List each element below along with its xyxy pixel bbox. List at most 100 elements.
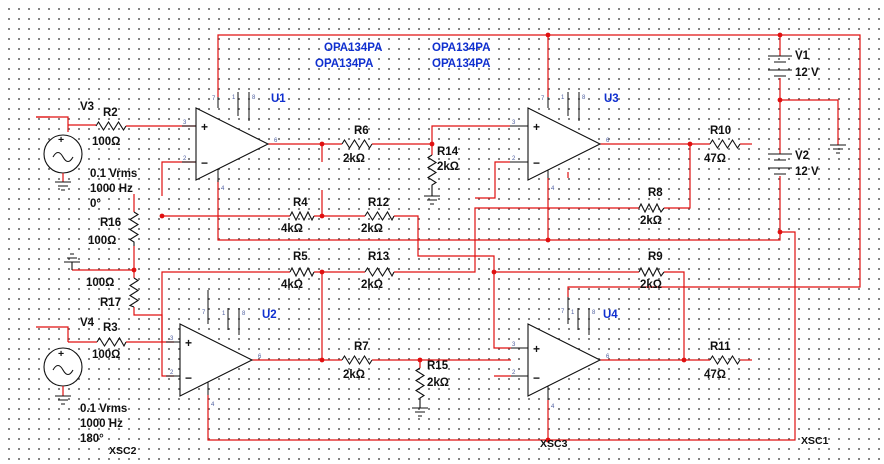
svg-text:2kΩ: 2kΩ bbox=[343, 153, 365, 165]
svg-text:1: 1 bbox=[222, 311, 226, 317]
svg-text:R16: R16 bbox=[100, 217, 121, 229]
svg-text:12 V: 12 V bbox=[795, 166, 819, 178]
svg-text:3: 3 bbox=[170, 336, 174, 342]
svg-text:+: + bbox=[185, 336, 192, 350]
svg-text:R5: R5 bbox=[293, 251, 308, 263]
svg-text:0.1 Vrms: 0.1 Vrms bbox=[90, 168, 137, 180]
svg-text:2kΩ: 2kΩ bbox=[640, 215, 662, 227]
u1-label: U1 bbox=[271, 93, 286, 105]
svg-text:7: 7 bbox=[212, 96, 216, 102]
svg-text:R13: R13 bbox=[368, 251, 389, 263]
svg-text:4: 4 bbox=[211, 402, 215, 408]
svg-text:R11: R11 bbox=[710, 341, 731, 353]
svg-text:7: 7 bbox=[561, 309, 565, 315]
battery-v2[interactable]: V2 12 V bbox=[768, 150, 819, 178]
svg-text:2kΩ: 2kΩ bbox=[640, 279, 662, 291]
svg-text:180°: 180° bbox=[80, 433, 104, 445]
resistor-r13 bbox=[364, 266, 395, 278]
svg-text:2: 2 bbox=[170, 370, 174, 376]
ac-source-v4[interactable]: + V4 0.1 Vrms 1000 Hz 180° bbox=[43, 317, 127, 445]
svg-text:R17: R17 bbox=[100, 297, 121, 309]
svg-text:R7: R7 bbox=[354, 341, 369, 353]
svg-text:8: 8 bbox=[592, 310, 596, 316]
svg-text:1000 Hz: 1000 Hz bbox=[90, 183, 133, 195]
resistor-r16 bbox=[128, 211, 140, 246]
resistor-r9 bbox=[638, 266, 665, 278]
model-label: OPA134PA bbox=[324, 42, 382, 54]
ground-symbols bbox=[64, 144, 846, 417]
svg-text:+: + bbox=[58, 134, 64, 146]
svg-text:R2: R2 bbox=[103, 107, 118, 119]
svg-text:R15: R15 bbox=[427, 360, 449, 372]
svg-text:0.1 Vrms: 0.1 Vrms bbox=[80, 403, 127, 415]
svg-text:R10: R10 bbox=[710, 125, 731, 137]
u4-label: U4 bbox=[603, 309, 618, 321]
scope-labels: XSC2 XSC3 XSC1 bbox=[109, 435, 829, 457]
svg-text:R12: R12 bbox=[368, 197, 389, 209]
svg-text:6: 6 bbox=[606, 138, 610, 144]
svg-text:47Ω: 47Ω bbox=[704, 153, 726, 165]
resistor-r10 bbox=[709, 138, 741, 150]
svg-text:R4: R4 bbox=[293, 197, 308, 209]
svg-text:XSC1: XSC1 bbox=[801, 435, 829, 447]
resistor-r4 bbox=[289, 210, 315, 222]
svg-text:100Ω: 100Ω bbox=[92, 136, 120, 148]
opamp-u4[interactable]: + − 3 2 6 7 4 1 8 U4 bbox=[511, 297, 618, 410]
svg-text:R3: R3 bbox=[103, 322, 118, 334]
svg-text:R9: R9 bbox=[648, 251, 663, 263]
svg-text:100Ω: 100Ω bbox=[92, 349, 120, 361]
opamp-u3[interactable]: + − 3 2 6 7 4 1 8 U3 bbox=[510, 92, 619, 192]
svg-text:100Ω: 100Ω bbox=[86, 277, 114, 289]
svg-text:V3: V3 bbox=[80, 101, 94, 113]
opamp-u2[interactable]: + − 3 2 6 7 4 1 8 U2 bbox=[166, 290, 277, 408]
svg-text:7: 7 bbox=[541, 96, 545, 102]
svg-text:V2: V2 bbox=[795, 150, 809, 162]
resistor-r15 bbox=[414, 367, 426, 408]
svg-text:3: 3 bbox=[183, 120, 187, 126]
svg-text:2kΩ: 2kΩ bbox=[361, 223, 383, 235]
svg-text:6: 6 bbox=[258, 354, 262, 360]
svg-text:8: 8 bbox=[252, 95, 256, 101]
junctions bbox=[131, 32, 783, 443]
opamp-u1[interactable]: + − 3 2 6 7 4 1 8 U1 bbox=[182, 92, 286, 192]
svg-text:4kΩ: 4kΩ bbox=[281, 279, 303, 291]
svg-text:+: + bbox=[533, 342, 540, 356]
svg-text:2: 2 bbox=[512, 156, 516, 162]
svg-text:4: 4 bbox=[551, 404, 555, 410]
svg-text:8: 8 bbox=[242, 311, 246, 317]
svg-text:100Ω: 100Ω bbox=[88, 235, 116, 247]
resistor-r2 bbox=[95, 120, 127, 132]
svg-text:4kΩ: 4kΩ bbox=[281, 223, 303, 235]
svg-text:−: − bbox=[533, 371, 540, 385]
battery-v1[interactable]: V1 12 V bbox=[768, 50, 819, 79]
u2-label: U2 bbox=[262, 309, 277, 321]
resistor-r6 bbox=[341, 138, 373, 150]
svg-text:XSC3: XSC3 bbox=[540, 438, 568, 450]
svg-text:1000 Hz: 1000 Hz bbox=[80, 418, 123, 430]
svg-text:3: 3 bbox=[512, 120, 516, 126]
svg-text:2kΩ: 2kΩ bbox=[427, 377, 449, 389]
ground-icon bbox=[64, 253, 80, 270]
svg-text:+: + bbox=[533, 120, 540, 134]
ground-icon bbox=[830, 144, 846, 154]
ac-source-v3[interactable]: + V3 0.1 Vrms 1000 Hz 0° bbox=[43, 101, 137, 210]
svg-text:4: 4 bbox=[551, 186, 555, 192]
resistor-r12 bbox=[364, 210, 395, 222]
svg-text:6: 6 bbox=[274, 138, 278, 144]
svg-text:+: + bbox=[201, 120, 208, 134]
svg-text:−: − bbox=[201, 156, 208, 170]
svg-text:+: + bbox=[58, 348, 64, 360]
resistor-r14 bbox=[426, 154, 438, 196]
svg-text:8: 8 bbox=[582, 95, 586, 101]
svg-text:−: − bbox=[185, 371, 192, 385]
resistor-r11 bbox=[709, 354, 741, 366]
wires bbox=[36, 34, 861, 441]
svg-text:2kΩ: 2kΩ bbox=[343, 369, 365, 381]
svg-text:4: 4 bbox=[221, 186, 225, 192]
svg-text:2: 2 bbox=[183, 156, 187, 162]
resistor-labels: R2 100Ω R6 2kΩ R14 2kΩ R4 4kΩ R12 2kΩ R8… bbox=[86, 107, 731, 389]
svg-text:R6: R6 bbox=[354, 125, 369, 137]
svg-text:1: 1 bbox=[232, 95, 236, 101]
model-label: OPA134PA bbox=[315, 58, 373, 70]
svg-text:1: 1 bbox=[561, 95, 565, 101]
